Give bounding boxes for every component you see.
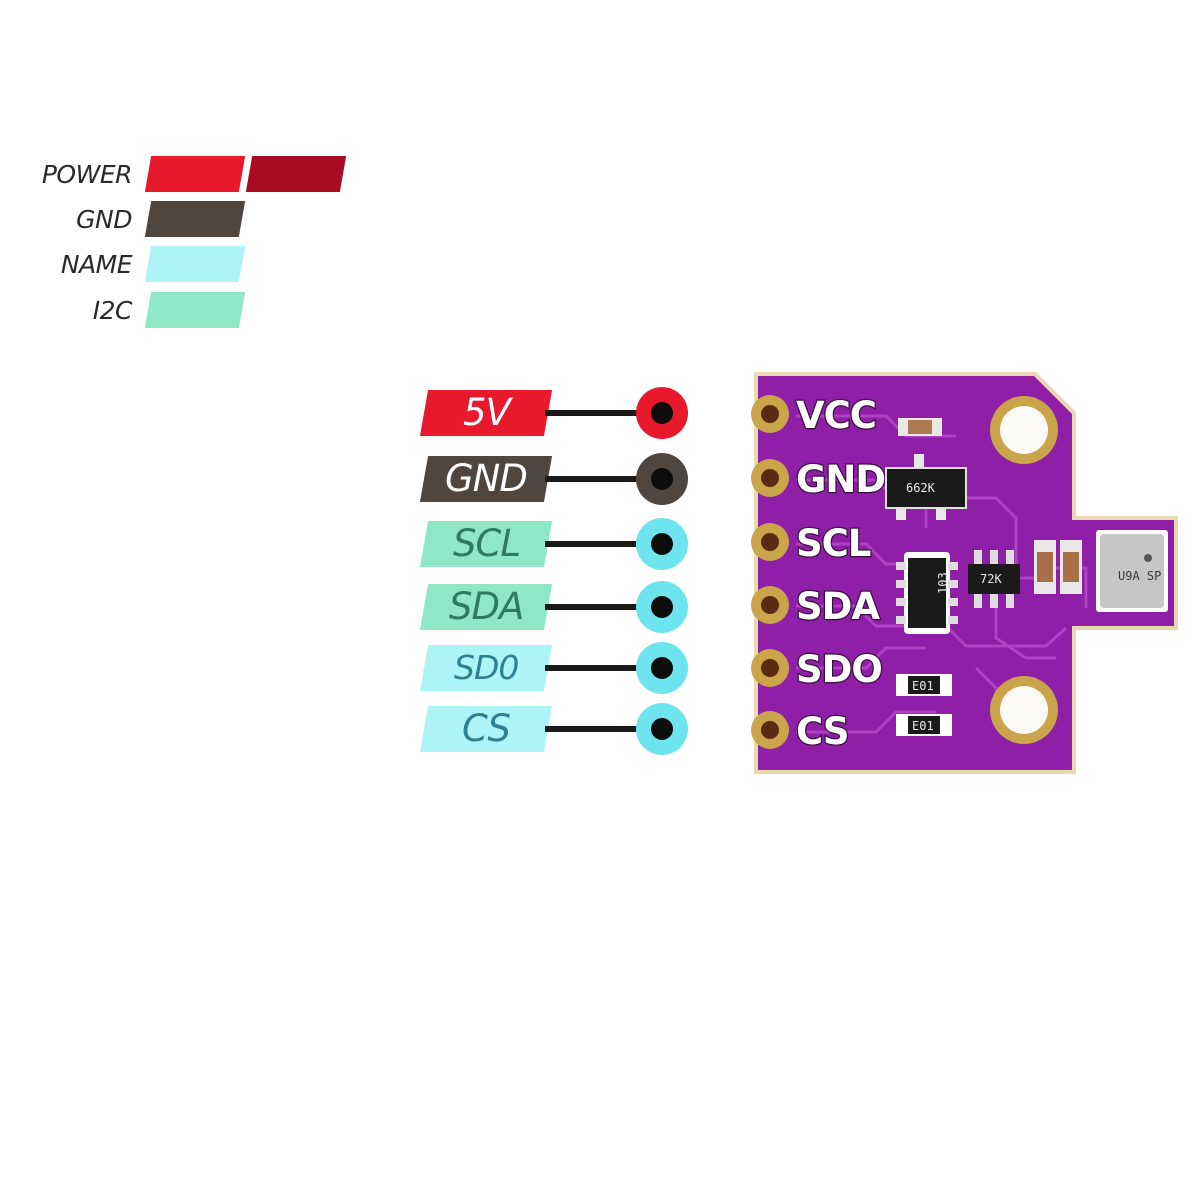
svg-text:662K: 662K — [906, 481, 936, 495]
board-label-scl: SCL — [796, 522, 871, 565]
legend-swatch-name — [144, 246, 246, 282]
pin-tag-gnd: GND — [419, 456, 553, 502]
pin-pads — [751, 395, 789, 749]
pin-wire-sd0 — [545, 665, 645, 671]
regulator-chip: 662K — [885, 454, 967, 520]
board-label-sda: SDA — [796, 585, 880, 628]
svg-text:103: 103 — [936, 572, 950, 594]
pin-dot-5v — [636, 387, 688, 439]
pin-wire-scl — [545, 541, 645, 547]
led-cs: E01 — [896, 714, 952, 736]
pin-tag-sd0: SD0 — [419, 645, 553, 691]
board-label-vcc: VCC — [796, 394, 876, 437]
pin-tag-5v: 5V — [419, 390, 553, 436]
pin-dot-gnd — [636, 453, 688, 505]
svg-text:E01: E01 — [912, 719, 934, 733]
board-label-cs: CS — [796, 710, 849, 753]
pin-dot-sda — [636, 581, 688, 633]
legend-swatch-power-dark — [245, 156, 347, 192]
legend-label-i2c: I2C — [92, 296, 133, 325]
led-sdo: E01 — [896, 674, 952, 696]
legend-label-name: NAME — [60, 250, 133, 279]
sensor-breakout-board: VCC GND SCL SDA SDO CS 662K 103 — [751, 372, 1178, 774]
pin-dot-sd0 — [636, 642, 688, 694]
legend-swatch-power — [144, 156, 246, 192]
mosfet-chip: 72K — [968, 550, 1020, 608]
legend-label-gnd: GND — [76, 205, 132, 234]
pin-dot-cs — [636, 703, 688, 755]
legend-swatch-i2c — [144, 292, 246, 328]
pin-dot-scl — [636, 518, 688, 570]
legend-label-power: POWER — [41, 160, 133, 189]
legend-swatch-gnd — [144, 201, 246, 237]
pin-wire-cs — [545, 726, 645, 732]
svg-text:72K: 72K — [980, 572, 1002, 586]
pin-wire-5v — [545, 410, 645, 416]
pin-wire-sda — [545, 604, 645, 610]
pin-wire-gnd — [545, 476, 645, 482]
svg-text:E01: E01 — [912, 679, 934, 693]
board-label-gnd: GND — [796, 458, 885, 501]
capacitor-top — [898, 418, 942, 436]
svg-text:U9A SP: U9A SP — [1118, 569, 1161, 583]
board-label-sdo: SDO — [796, 648, 882, 691]
sensor-chip: U9A SP — [1096, 530, 1168, 612]
resistor-array: 103 — [896, 552, 958, 634]
capacitors-sensor — [1034, 540, 1082, 594]
pin-tag-scl: SCL — [419, 521, 553, 567]
board-pcb — [758, 376, 1174, 770]
pin-tag-sda: SDA — [419, 584, 553, 630]
pin-tag-cs: CS — [419, 706, 553, 752]
